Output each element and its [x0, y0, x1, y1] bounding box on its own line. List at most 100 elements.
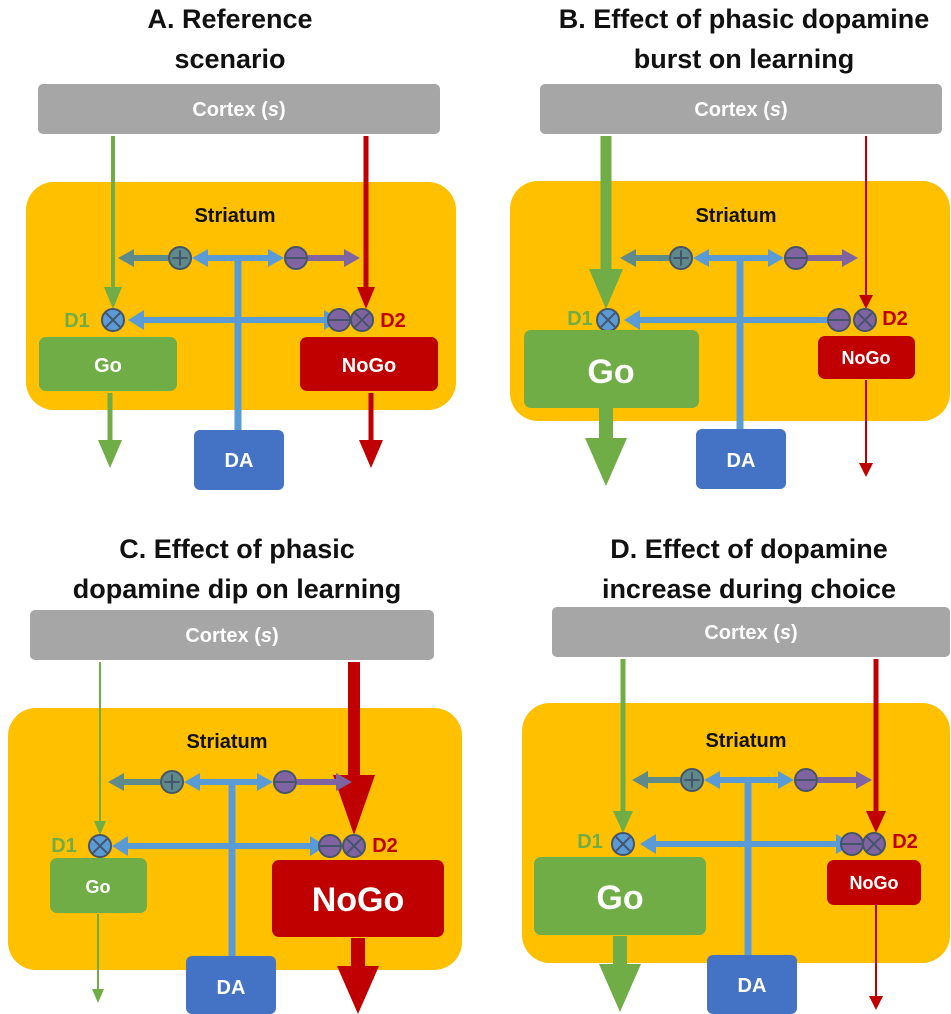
- nogo-box: [272, 860, 444, 937]
- go-box: [39, 337, 177, 391]
- nogo-box: [827, 860, 921, 905]
- panel-title-line2: scenario: [174, 44, 285, 74]
- d2-learning-arrow-outer-right-head: [344, 249, 360, 267]
- plus-symbol: [669, 246, 693, 270]
- go-label: Go: [596, 879, 643, 917]
- da-label: DA: [738, 975, 767, 997]
- d1-multiply-symbol: [596, 308, 620, 332]
- cortex-to-go-arrow: [589, 136, 623, 309]
- d1-multiply-symbol-d2: [105, 312, 121, 328]
- d1-label: D1: [64, 310, 90, 332]
- go-output-arrow: [92, 914, 104, 1003]
- d2-learning-arrow-outer-shaft: [818, 777, 856, 783]
- nogo-box: [300, 337, 438, 391]
- d2-learning-arrow-inner: [238, 249, 284, 267]
- cortex-to-nogo-arrow: [859, 136, 873, 309]
- cortex-label: Cortex (s): [192, 99, 285, 121]
- d1-learning-arrow-inner-shaft: [709, 255, 740, 261]
- cortex-label: Cortex (s): [704, 622, 797, 644]
- d1-multiply-symbol: [88, 834, 112, 858]
- d2-label: D2: [892, 831, 918, 853]
- go-output-arrow: [98, 393, 122, 468]
- da-vertical-line: [744, 778, 752, 957]
- d2-learning-arrow-inner-shaft: [740, 255, 768, 261]
- da-modulation-arrow-left-head: [624, 310, 640, 330]
- cortex-label: Cortex (s): [694, 99, 787, 121]
- cortex-paren-open: (: [758, 99, 771, 121]
- cortex-paren-close: ): [272, 625, 279, 647]
- cortex-to-go-arrow: [94, 662, 106, 835]
- d2-minus-symbol: [327, 308, 351, 332]
- d2-learning-arrow-outer: [308, 249, 360, 267]
- cortex-paren-close: ): [791, 622, 798, 644]
- d1-learning-arrow-outer-shaft: [124, 779, 160, 785]
- plus-symbol: [168, 246, 192, 270]
- d1-learning-arrow-outer-left-head: [118, 249, 134, 267]
- cortex-label: Cortex (s): [185, 625, 278, 647]
- go-label: Go: [86, 877, 111, 897]
- cortex-to-go-arrow: [104, 136, 122, 309]
- da-box: [186, 956, 276, 1014]
- d1-learning-arrow-outer-shaft: [648, 777, 680, 783]
- d1-learning-arrow-inner: [192, 249, 238, 267]
- d2-learning-arrow-outer-shaft: [297, 779, 336, 785]
- cortex-paren-open: (: [768, 622, 781, 644]
- d2-label: D2: [380, 310, 406, 332]
- cortex-to-go-arrow: [613, 659, 633, 833]
- d2-multiply-symbol-d2: [866, 836, 882, 852]
- d2-learning-arrow-outer-right-head: [336, 773, 352, 791]
- panel-title-line2: burst on learning: [634, 44, 855, 74]
- go-box: [524, 330, 699, 408]
- d1-learning-arrow-outer: [632, 771, 680, 789]
- d1-multiply-symbol: [101, 308, 125, 332]
- d1-learning-arrow-outer: [118, 249, 168, 267]
- d2-learning-arrow-outer: [818, 771, 872, 789]
- d1-learning-arrow-outer-left-head: [632, 771, 648, 789]
- d2-multiply-symbol: [342, 834, 366, 858]
- d2-multiply-symbol-d2: [346, 838, 362, 854]
- cortex-state: s: [268, 99, 279, 121]
- d1-learning-arrow-inner-shaft: [200, 779, 232, 785]
- panel-title-line2: increase during choice: [602, 574, 896, 604]
- d2-learning-arrow-inner: [740, 249, 784, 267]
- cortex-paren-open: (: [249, 625, 262, 647]
- nogo-label: NoGo: [342, 355, 396, 377]
- d1-learning-arrow-outer-left-head: [108, 773, 124, 791]
- da-modulation-arrow-left-head: [640, 834, 656, 854]
- go-output-arrow: [599, 936, 641, 1012]
- da-vertical-line: [234, 256, 242, 432]
- d1-multiply-symbol-d2: [600, 312, 616, 328]
- d2-learning-arrow-outer-right-head: [856, 771, 872, 789]
- da-box: [194, 430, 284, 490]
- d2-learning-arrow-inner-right-head: [257, 773, 273, 791]
- go-label: Go: [587, 353, 634, 391]
- da-box: [696, 429, 786, 489]
- striatum-label: Striatum: [705, 730, 786, 752]
- d2-learning-arrow-inner-shaft: [238, 255, 268, 261]
- panel-title-line1: D. Effect of dopamine: [610, 534, 888, 564]
- cortex-to-nogo-arrow: [333, 662, 375, 835]
- d2-minus-symbol: [827, 308, 851, 332]
- da-vertical-line: [736, 256, 744, 431]
- cortex-to-nogo-arrow: [357, 136, 375, 309]
- d2-learning-arrow-outer: [297, 773, 352, 791]
- da-label: DA: [217, 977, 246, 999]
- d2-learning-arrow-inner-right-head: [778, 771, 794, 789]
- cortex-bar: [540, 84, 942, 134]
- plus-symbol: [160, 770, 184, 794]
- cortex-bar: [38, 84, 440, 134]
- d2-learning-arrow-outer-right-head: [842, 249, 858, 267]
- striatum-label: Striatum: [695, 205, 776, 227]
- da-modulation-arrow-shaft: [656, 841, 836, 847]
- da-label: DA: [225, 450, 254, 472]
- striatum-label: Striatum: [194, 205, 275, 227]
- da-label: DA: [727, 450, 756, 472]
- d1-learning-arrow-inner-left-head: [704, 771, 720, 789]
- cortex-word: Cortex: [185, 625, 248, 647]
- da-box: [707, 955, 797, 1014]
- cortex-state: s: [770, 99, 781, 121]
- cortex-word: Cortex: [192, 99, 255, 121]
- d2-learning-arrow-inner: [748, 771, 794, 789]
- d2-learning-arrow-inner-shaft: [748, 777, 778, 783]
